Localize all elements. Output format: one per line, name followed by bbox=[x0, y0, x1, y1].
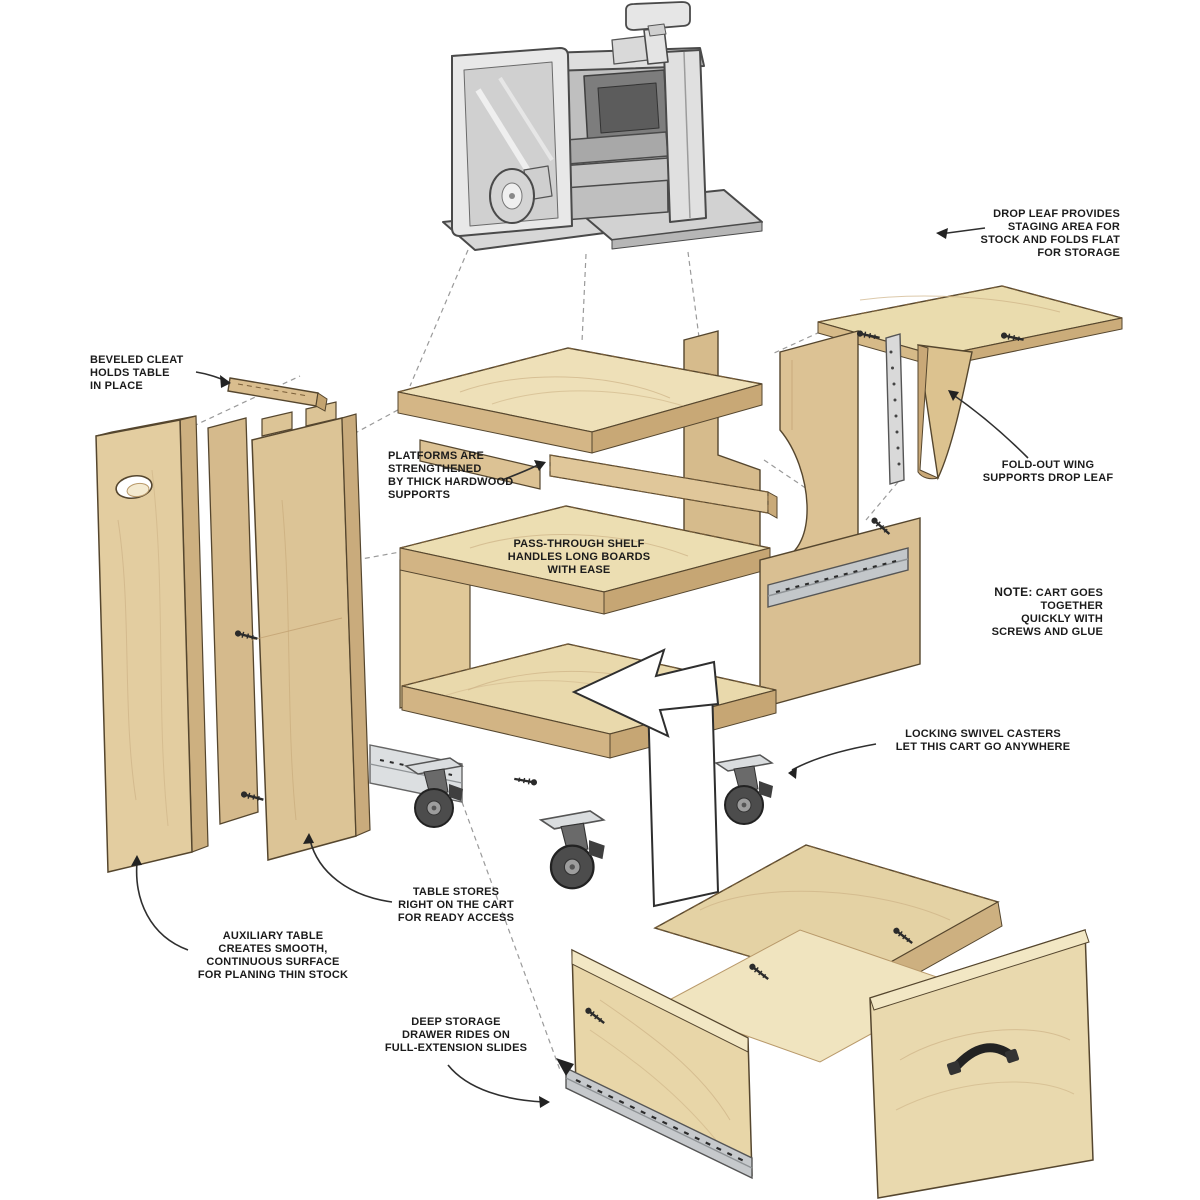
cart-left-side-panels bbox=[207, 401, 371, 861]
caster-right bbox=[715, 754, 774, 825]
callout-storage-drawer: DEEP STORAGE DRAWER RIDES ON FULL-EXTENS… bbox=[384, 1016, 528, 1054]
callout-pass-through-shelf: PASS-THROUGH SHELF HANDLES LONG BOARDS W… bbox=[507, 538, 651, 576]
caster-center bbox=[539, 809, 606, 890]
callout-drop-leaf: DROP LEAF PROVIDES STAGING AREA FOR STOC… bbox=[980, 208, 1120, 259]
note-prefix: NOTE: bbox=[994, 585, 1033, 599]
fold-out-wing bbox=[917, 344, 973, 481]
callout-table-stores: TABLE STORES RIGHT ON THE CART FOR READY… bbox=[397, 886, 515, 924]
callout-note: NOTE: CART GOES TOGETHER QUICKLY WITH SC… bbox=[935, 586, 1103, 639]
top-platform bbox=[397, 347, 763, 490]
drawer-slide-rail bbox=[556, 1058, 753, 1180]
leader-arrowheads bbox=[131, 228, 959, 1108]
piano-hinge bbox=[885, 333, 905, 485]
auxiliary-table-panel bbox=[95, 415, 209, 873]
callout-beveled-cleat: BEVELED CLEAT HOLDS TABLE IN PLACE bbox=[90, 354, 184, 392]
pass-through-arrow bbox=[571, 648, 720, 908]
leader-lines bbox=[135, 227, 1029, 1103]
casters-group bbox=[405, 754, 774, 890]
drawer-handle bbox=[946, 1043, 1020, 1076]
note-text: CART GOES TOGETHER QUICKLY WITH SCREWS A… bbox=[991, 587, 1103, 638]
callout-auxiliary-table: AUXILIARY TABLE CREATES SMOOTH, CONTINUO… bbox=[197, 930, 349, 981]
storage-drawer bbox=[571, 844, 1003, 1177]
drawer-slide-panel bbox=[759, 517, 921, 709]
hardwood-support-rail bbox=[549, 454, 778, 519]
drawer-front-panel bbox=[869, 928, 1094, 1199]
beveled-cleat-part bbox=[227, 377, 328, 412]
callout-fold-out-wing: FOLD-OUT WING SUPPORTS DROP LEAF bbox=[982, 459, 1114, 484]
callout-casters: LOCKING SWIVEL CASTERS LET THIS CART GO … bbox=[895, 728, 1071, 753]
callout-platforms: PLATFORMS ARE STRENGTHENED BY THICK HARD… bbox=[388, 450, 514, 501]
planer-illustration bbox=[442, 1, 763, 251]
pass-through-shelf bbox=[399, 505, 771, 709]
